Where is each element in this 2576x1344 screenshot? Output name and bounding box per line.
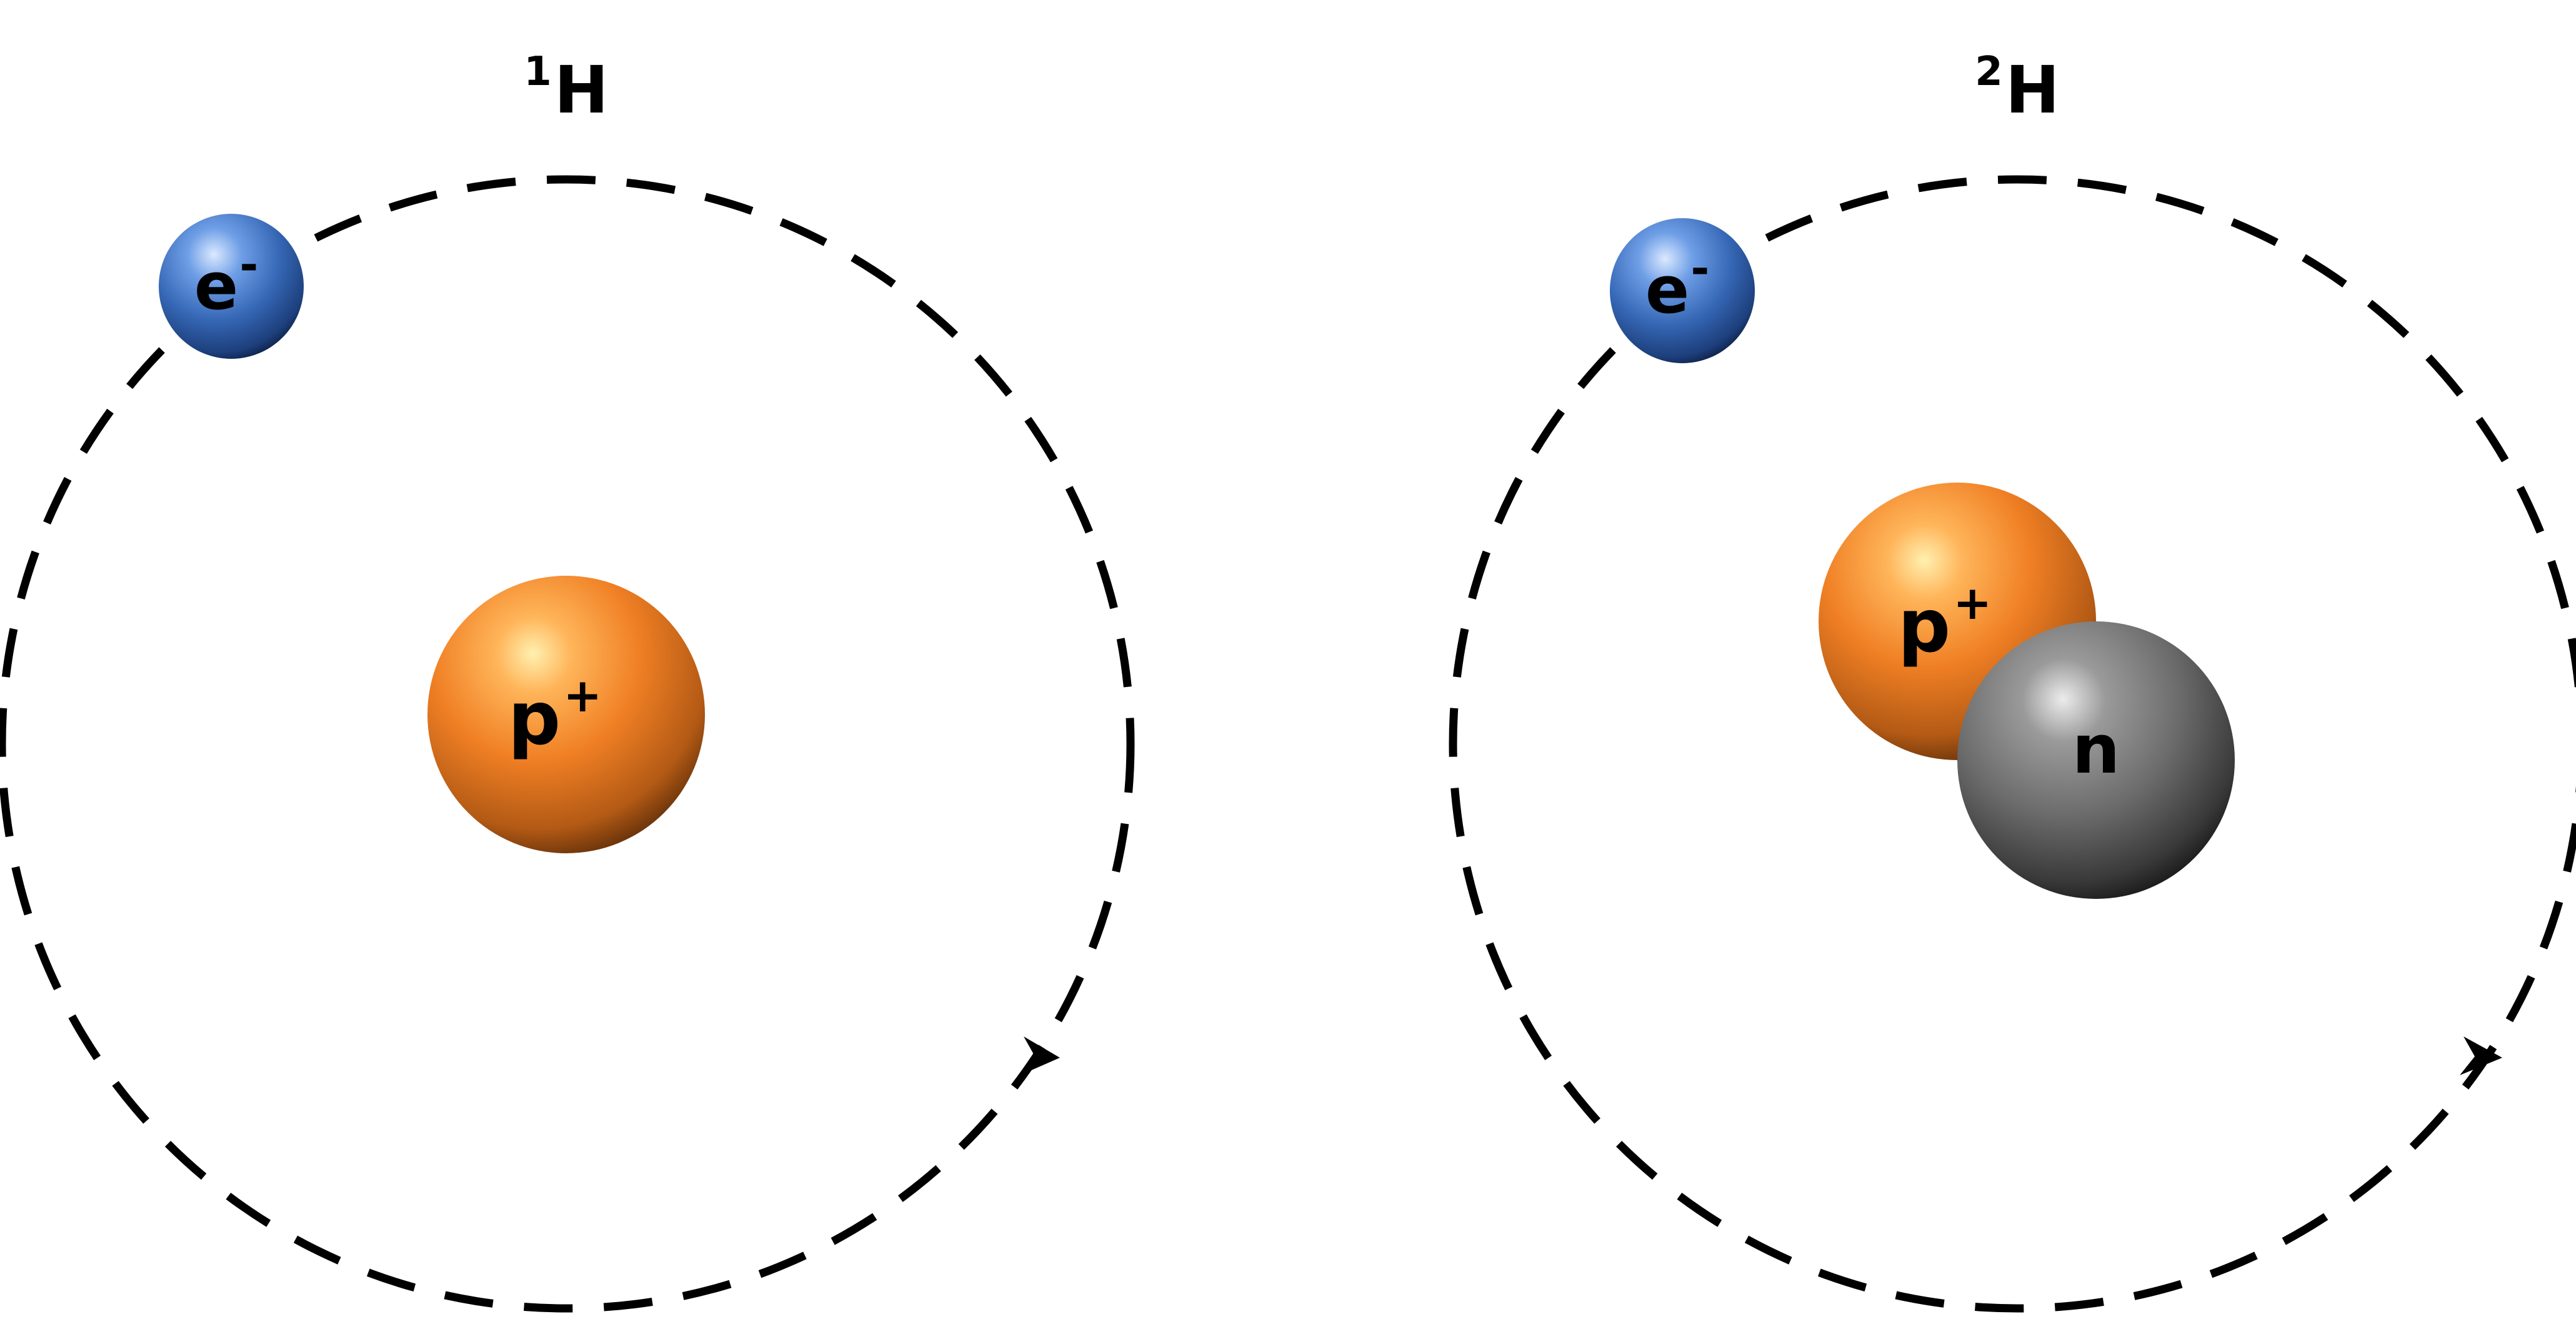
electron-sphere	[1610, 218, 1755, 363]
element-symbol: H	[554, 52, 609, 128]
atom-protium: 1H p+ e-	[0, 49, 1135, 1313]
particle-symbol: e	[194, 248, 239, 324]
proton-sphere	[427, 576, 705, 853]
particle-charge: -	[239, 238, 258, 291]
isotope-label-protium: 1H	[524, 49, 609, 128]
electron-orbit	[1449, 175, 2576, 1313]
mass-number: 1	[524, 49, 552, 95]
particle-symbol: p	[1898, 583, 1950, 669]
isotope-label-deuterium: 2H	[1975, 49, 2060, 128]
electron: e-	[1610, 218, 1755, 363]
mass-number: 2	[1975, 49, 2003, 95]
electron: e-	[159, 214, 304, 359]
particle-charge: +	[1953, 576, 1992, 630]
neutron-sphere	[1957, 621, 2235, 899]
electron-label: e-	[194, 238, 258, 324]
electron-sphere	[159, 214, 304, 359]
atom-deuterium: 2H p+ n e-	[1449, 49, 2576, 1313]
particle-symbol: e	[1645, 252, 1690, 328]
electron-orbit	[0, 175, 1135, 1313]
orbit-arrowhead	[1020, 1036, 1060, 1075]
proton-label: p+	[508, 669, 602, 761]
element-symbol: H	[2005, 52, 2060, 128]
orbit-arrowhead	[2460, 1036, 2502, 1075]
neutron: n	[1957, 621, 2235, 899]
electron-label: e-	[1645, 242, 1709, 328]
particle-charge: -	[1690, 242, 1709, 294]
proton: p+	[427, 576, 705, 853]
neutron-label: n	[2072, 711, 2120, 789]
proton-label: p+	[1898, 576, 1992, 669]
particle-symbol: p	[508, 675, 561, 761]
particle-charge: +	[563, 669, 602, 723]
